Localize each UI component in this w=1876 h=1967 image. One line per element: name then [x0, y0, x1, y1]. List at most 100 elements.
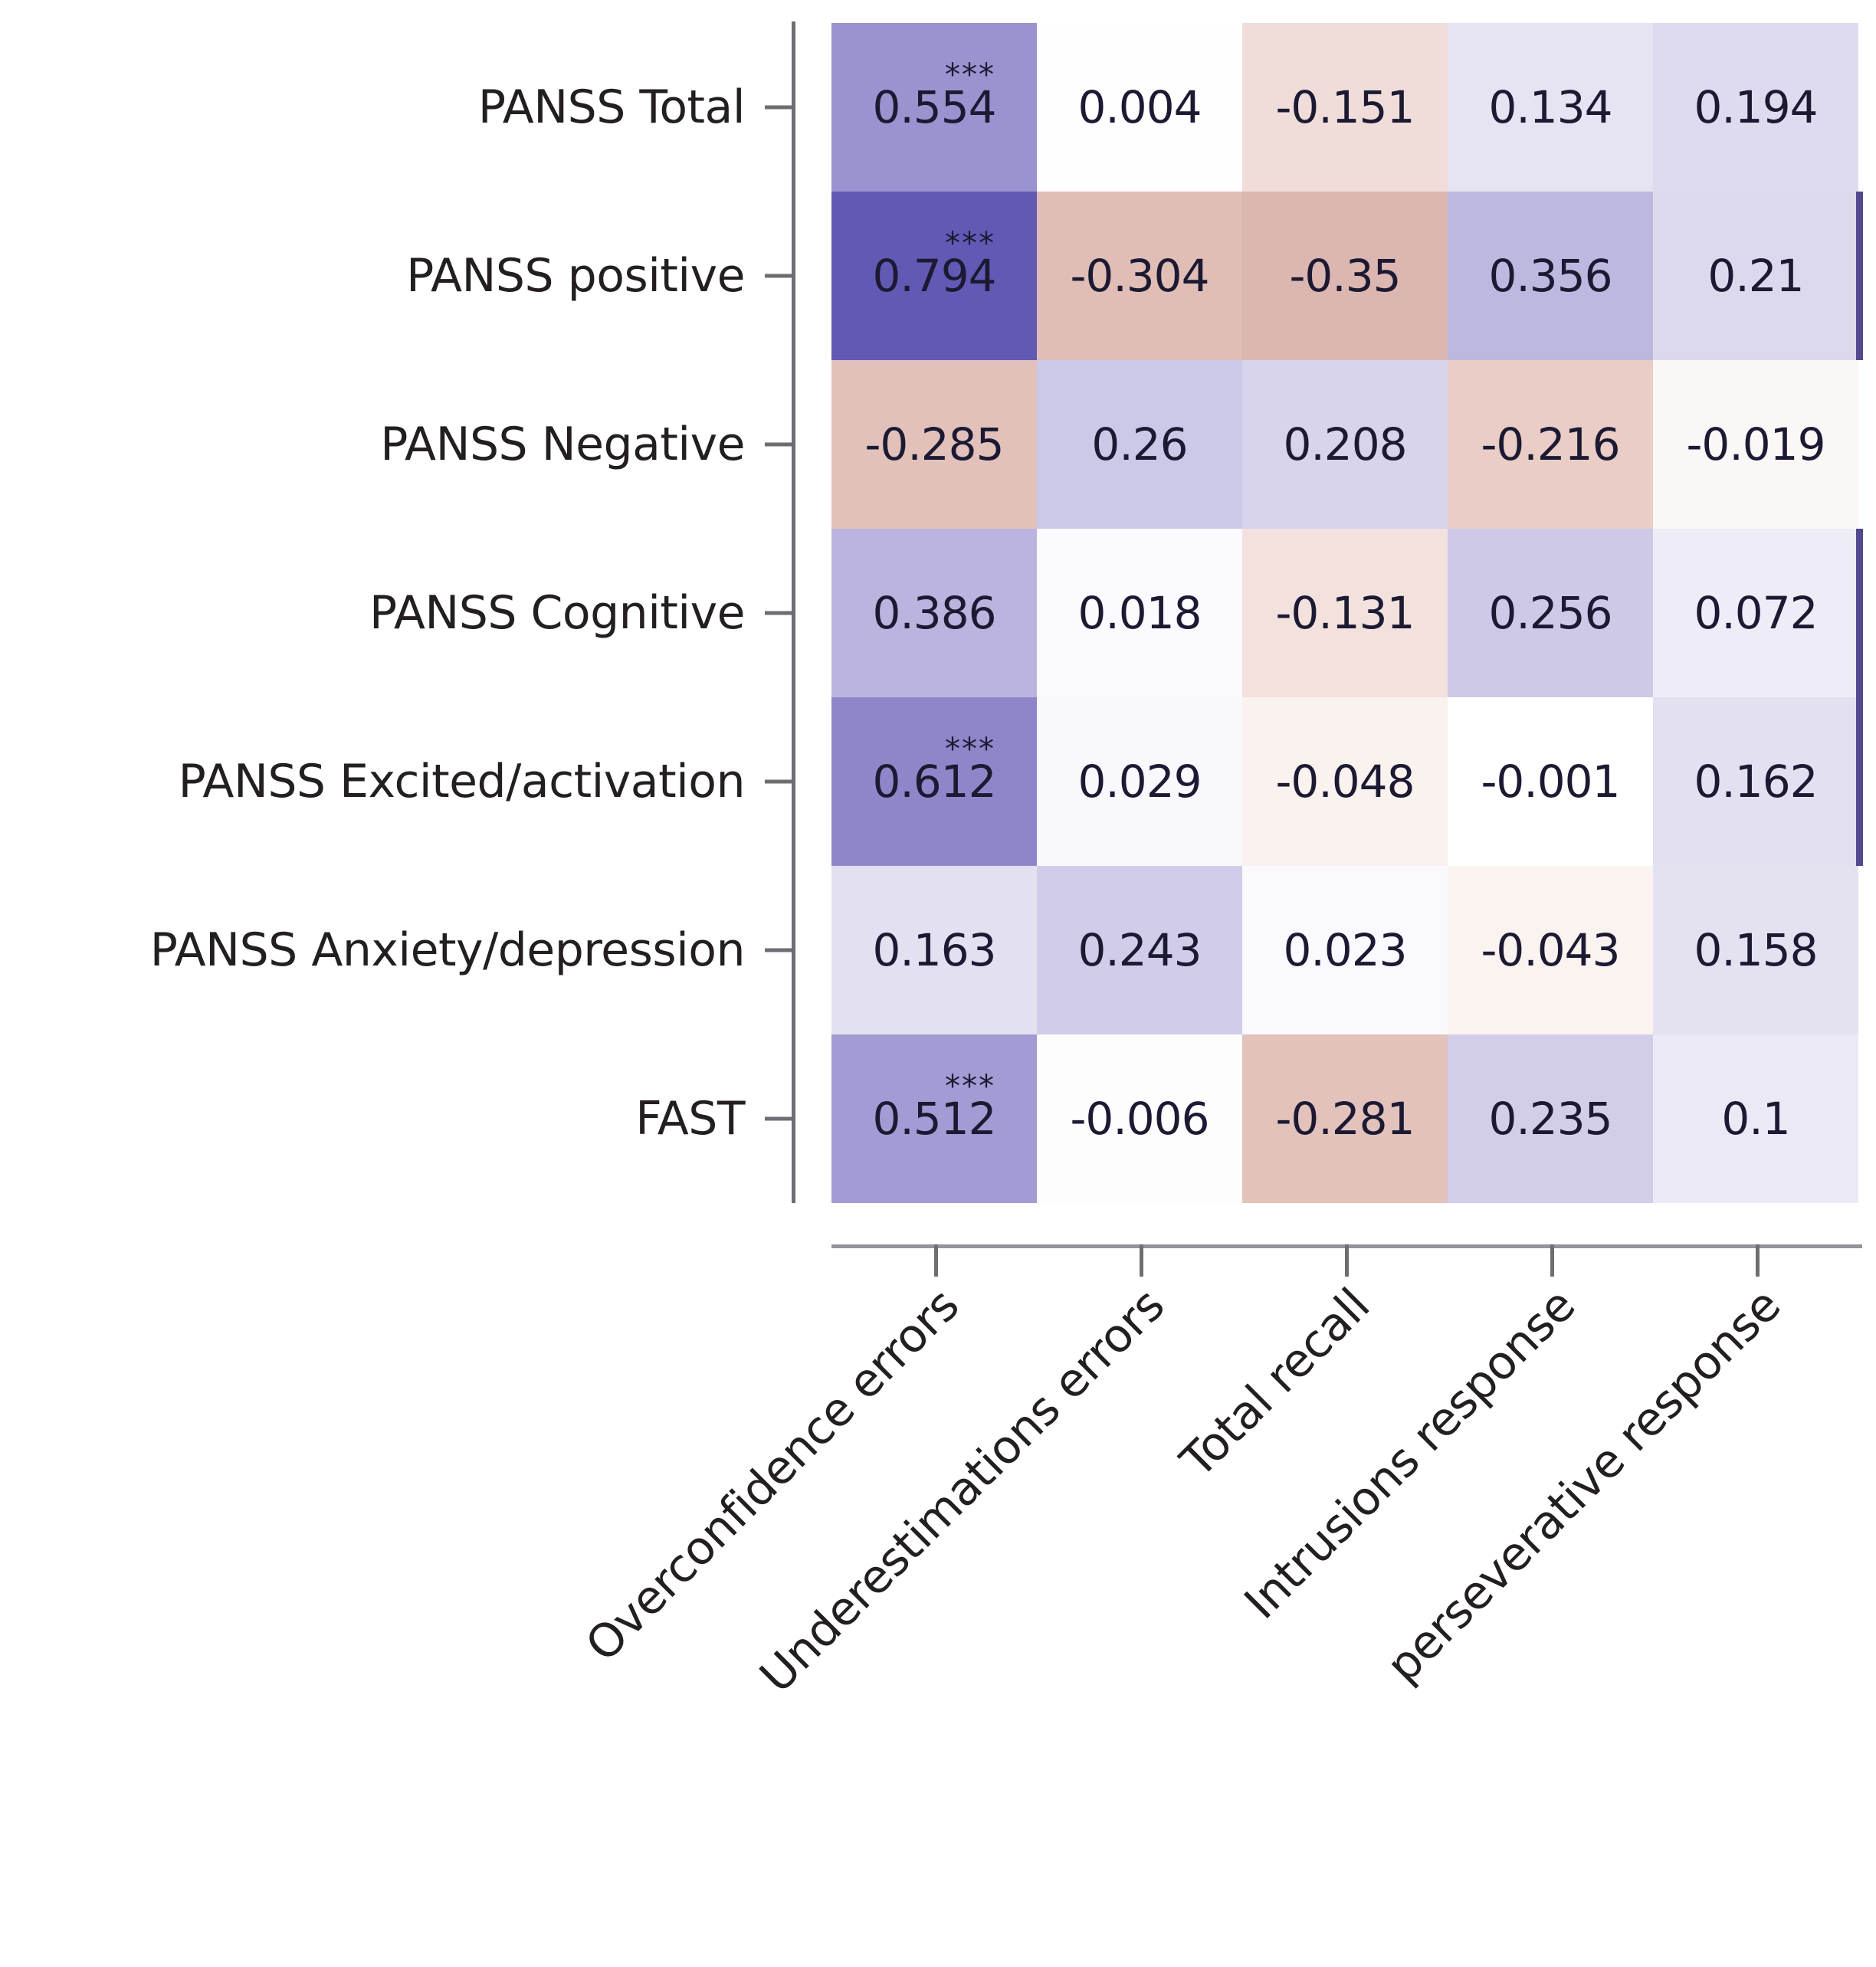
significance-stars: ***	[945, 1069, 995, 1104]
y-axis-tick-6	[765, 1116, 795, 1121]
cell-value: 0.023	[1283, 924, 1407, 976]
heatmap-cell: -0.285	[831, 360, 1037, 529]
cell-value: 0.004	[1077, 81, 1202, 133]
y-axis-label-0: PANSS Total	[477, 80, 746, 134]
x-axis-tick-1	[1140, 1244, 1143, 1277]
x-axis-tick-2	[1345, 1244, 1349, 1277]
heatmap-cell: 0.26	[1037, 360, 1242, 529]
heatmap-cell: 0.208	[1242, 360, 1448, 529]
cell-value: 0.26	[1091, 418, 1188, 470]
cell-value: -0.281	[1275, 1093, 1415, 1145]
y-axis-tick-1	[765, 274, 795, 278]
y-axis-label-5: PANSS Anxiety/depression	[149, 923, 746, 977]
heatmap-cell: 0.023	[1242, 866, 1448, 1034]
cell-value: -0.048	[1275, 756, 1415, 808]
heatmap-cell: ***0.554	[831, 23, 1037, 192]
y-axis-label-4: PANSS Excited/activation	[178, 755, 746, 808]
cell-value: 0.512	[872, 1093, 996, 1145]
heatmap-cell: ***0.512	[831, 1034, 1037, 1203]
heatmap-cell: -0.281	[1242, 1034, 1448, 1203]
heatmap-cell: -0.304	[1037, 192, 1242, 360]
heatmap-cell: 0.004	[1037, 23, 1242, 192]
x-axis-tick-3	[1550, 1244, 1554, 1277]
heatmap-cell: 0.21	[1653, 192, 1858, 360]
heatmap-cell: 0.386	[831, 529, 1037, 697]
heatmap-cell: 0.158	[1653, 866, 1858, 1034]
heatmap-cell: ***0.794	[831, 192, 1037, 360]
cell-value: -0.131	[1275, 587, 1415, 639]
heatmap-cell: 0.134	[1448, 23, 1653, 192]
heatmap-cell: 0.162	[1653, 697, 1858, 866]
y-axis-label-1: PANSS positive	[406, 249, 745, 303]
cell-value: 0.018	[1077, 587, 1202, 639]
cell-value: 0.158	[1694, 924, 1818, 976]
cell-value: -0.304	[1070, 250, 1210, 302]
heatmap-cell: ***0.612	[831, 697, 1037, 866]
heatmap-cell: 0.356	[1448, 192, 1653, 360]
y-axis-tick-3	[765, 611, 795, 615]
cell-value: 0.1	[1721, 1093, 1790, 1145]
y-axis-spine	[765, 21, 795, 1203]
heatmap-cell: -0.131	[1242, 529, 1448, 697]
heatmap-cell: 0.1	[1653, 1034, 1858, 1203]
x-axis-spine	[831, 1244, 1862, 1277]
cell-value: 0.386	[872, 587, 996, 639]
cell-value: -0.216	[1481, 418, 1621, 470]
cell-value: 0.194	[1694, 81, 1818, 133]
heatmap-cell: 0.256	[1448, 529, 1653, 697]
heatmap-cell: -0.019	[1653, 360, 1858, 529]
cell-value: 0.208	[1283, 418, 1407, 470]
heatmap-cell: -0.151	[1242, 23, 1448, 192]
heatmap-cell: 0.029	[1037, 697, 1242, 866]
cell-value: -0.043	[1481, 924, 1621, 976]
cell-value: 0.134	[1488, 81, 1612, 133]
heatmap-cell: -0.35	[1242, 192, 1448, 360]
heatmap-cell: 0.243	[1037, 866, 1242, 1034]
cell-value: 0.21	[1707, 250, 1804, 302]
y-axis-label-6: FAST	[635, 1092, 745, 1146]
heatmap-cell: 0.194	[1653, 23, 1858, 192]
x-axis-tick-0	[934, 1244, 938, 1277]
grid-edge-accent-1	[1856, 529, 1863, 866]
cell-value: 0.162	[1694, 756, 1818, 808]
cell-value: -0.151	[1275, 81, 1415, 133]
cell-value: -0.35	[1289, 250, 1401, 302]
heatmap-cell: -0.006	[1037, 1034, 1242, 1203]
y-axis-tick-4	[765, 779, 795, 784]
cell-value: 0.243	[1077, 924, 1202, 976]
significance-stars: ***	[945, 732, 995, 767]
heatmap-cell: 0.018	[1037, 529, 1242, 697]
heatmap-cell: 0.235	[1448, 1034, 1653, 1203]
cell-value: 0.235	[1488, 1093, 1612, 1145]
cell-value: 0.356	[1488, 250, 1612, 302]
cell-value: 0.163	[872, 924, 996, 976]
cell-value: -0.006	[1070, 1093, 1210, 1145]
cell-value: -0.001	[1481, 756, 1621, 808]
x-axis-tick-4	[1756, 1244, 1760, 1277]
heatmap-cell: 0.163	[831, 866, 1037, 1034]
grid-edge-accent-0	[1856, 192, 1863, 360]
heatmap-cell: 0.072	[1653, 529, 1858, 697]
heatmap-cell: -0.043	[1448, 866, 1653, 1034]
cell-value: 0.256	[1488, 587, 1612, 639]
y-axis-tick-5	[765, 948, 795, 952]
significance-stars: ***	[945, 226, 995, 261]
cell-value: 0.029	[1077, 756, 1202, 808]
heatmap-cell: -0.048	[1242, 697, 1448, 866]
cell-value: -0.019	[1686, 418, 1826, 470]
cell-value: 0.612	[872, 756, 996, 808]
cell-value: 0.794	[872, 250, 996, 302]
y-axis-label-2: PANSS Negative	[380, 418, 745, 471]
y-axis-tick-2	[765, 442, 795, 447]
significance-stars: ***	[945, 57, 995, 93]
heatmap-cell: -0.216	[1448, 360, 1653, 529]
y-axis-tick-0	[765, 105, 795, 110]
cell-value: -0.285	[864, 418, 1005, 470]
heatmap-cell: -0.001	[1448, 697, 1653, 866]
cell-value: 0.072	[1694, 587, 1818, 639]
y-axis-label-3: PANSS Cognitive	[369, 586, 746, 640]
